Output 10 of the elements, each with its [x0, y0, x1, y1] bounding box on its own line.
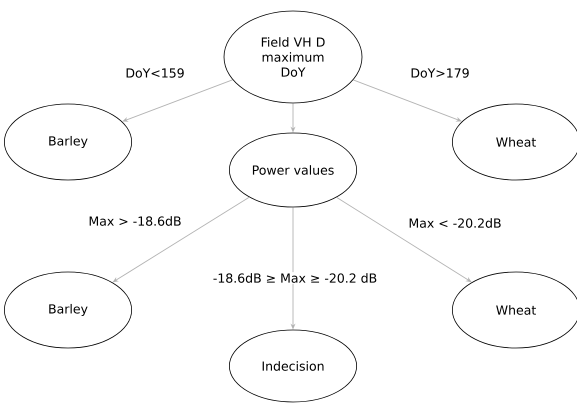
edge-label: -18.6dB ≥ Max ≥ -20.2 dB — [212, 272, 378, 284]
edge-label: DoY>179 — [409, 67, 471, 79]
ellipse-node: Barley — [4, 104, 132, 180]
edge-label: DoY<159 — [124, 67, 186, 79]
ellipse-node: Power values — [228, 132, 358, 208]
edge-label: Max > -18.6dB — [87, 215, 183, 227]
ellipse-node: Indecision — [228, 330, 358, 402]
edge-label: Max < -20.2dB — [407, 217, 503, 229]
ellipse-node: Field VH D maximum DoY — [224, 10, 362, 104]
ellipse-node: Barley — [4, 272, 132, 348]
